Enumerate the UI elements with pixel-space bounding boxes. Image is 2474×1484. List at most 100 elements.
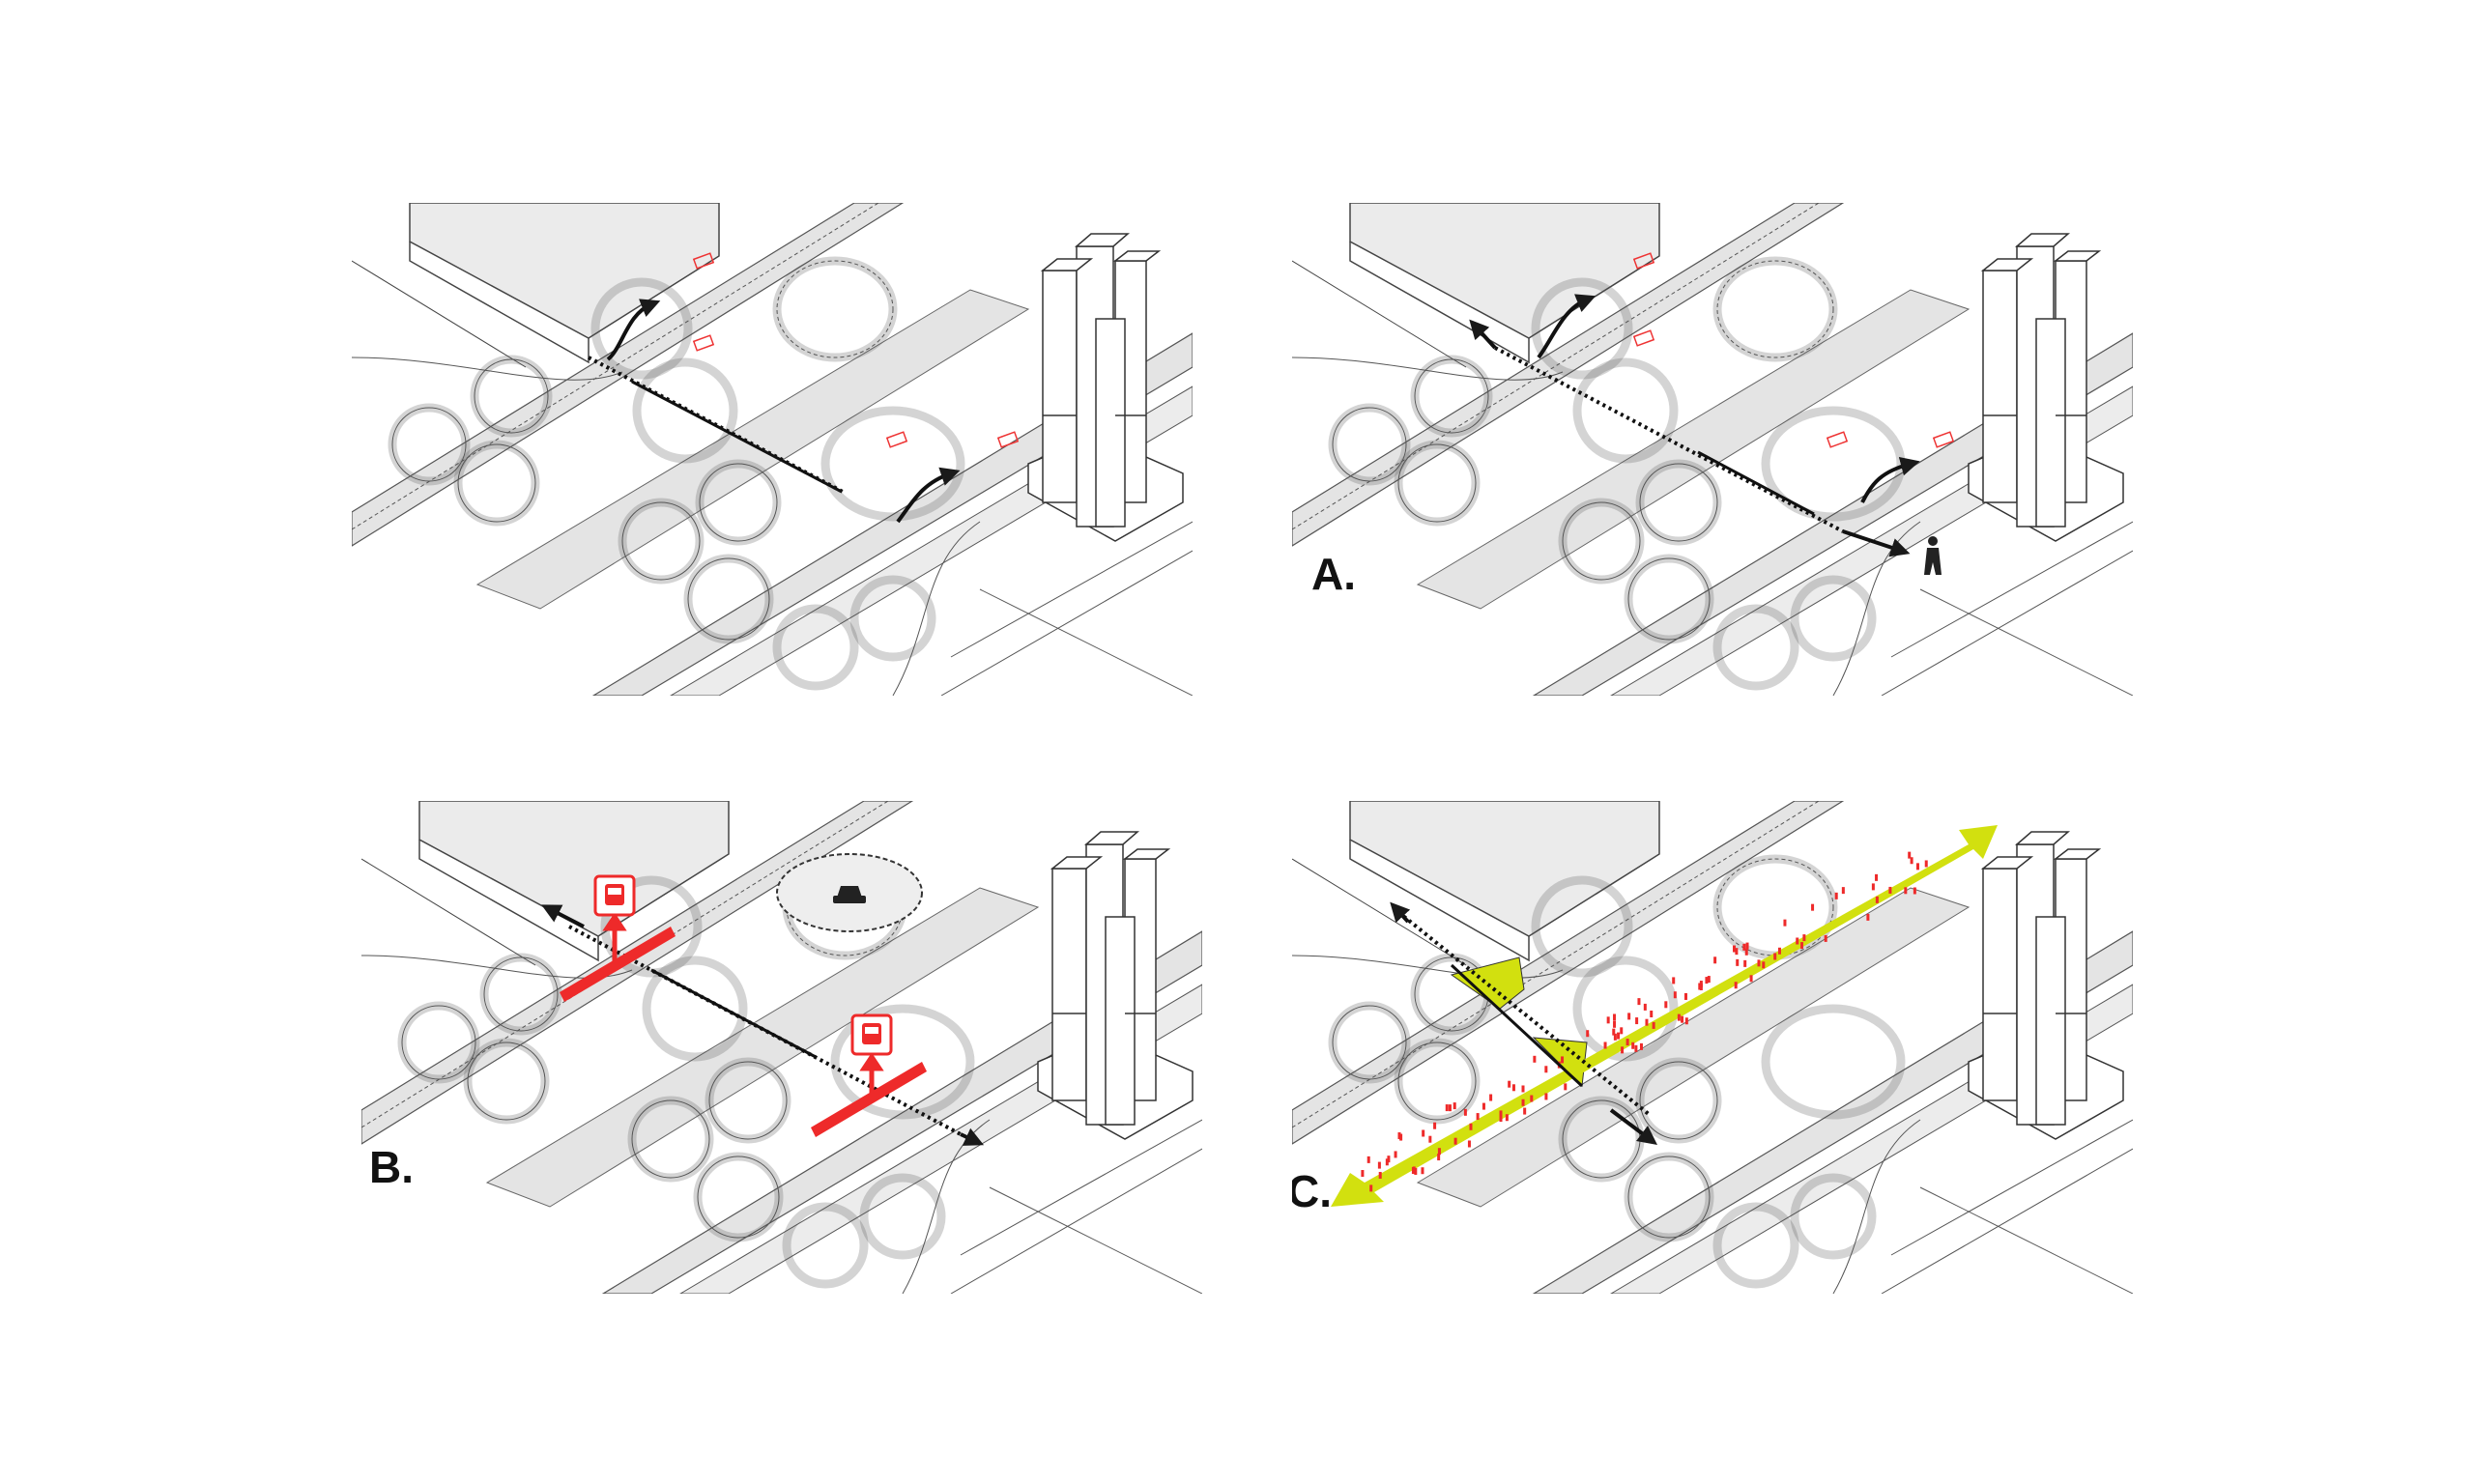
person-marker [1677,1013,1681,1021]
person-marker [1437,1154,1441,1161]
person-marker [1445,1104,1449,1112]
person-marker [1482,1102,1485,1110]
parking-markers [692,252,1020,448]
exit-arrow [960,1127,985,1146]
person-marker [1613,1013,1617,1021]
person-marker [1698,983,1702,990]
person-marker [1742,943,1746,951]
person-marker [1802,934,1806,942]
panel-label-a: A. [1311,549,1356,599]
person-marker [1650,1011,1654,1018]
person-marker [1448,1104,1452,1112]
person-marker [1387,1156,1391,1163]
exit-arrow [541,904,585,928]
person-marker [1617,1032,1621,1040]
exit-arrow [1842,529,1911,557]
bus-stop-icon [593,874,636,917]
person-marker [1904,887,1908,895]
bus-stop-icon [850,1013,893,1056]
person-marker [1453,1137,1457,1145]
person-marker [1866,913,1870,921]
person-marker [1414,1167,1418,1175]
person-marker [1499,1110,1503,1118]
person-marker [1783,919,1787,927]
panel-label-b: B. [369,1142,414,1192]
person-marker [1652,1021,1655,1029]
person-marker [1627,1013,1631,1020]
person-marker [1530,1095,1534,1102]
person-marker [1732,945,1736,953]
site-plan-base [1292,203,2133,696]
exit-arrow [896,467,961,524]
person-marker [1369,1184,1373,1192]
transit-access-arrow [602,912,884,1100]
parking-markers [1632,252,1955,448]
person-marker [1707,976,1711,984]
person-marker [1875,896,1879,903]
person-marker [1800,942,1804,950]
person-marker [1463,1108,1467,1116]
person-marker [1437,1148,1441,1156]
person-marker [1378,1171,1382,1179]
person-marker [1564,1083,1568,1091]
person-marker [1499,1115,1503,1123]
person-marker [1544,1066,1548,1073]
plaza-highlight [1450,956,1525,1010]
bridge-segment [650,968,817,1059]
exit-arrow [606,299,661,361]
person-marker [1511,1084,1515,1092]
person-marker [1631,1042,1635,1049]
person-marker [1875,873,1879,881]
person-marker [1613,1020,1617,1028]
bus-lane-highlight [560,927,927,1137]
site-plan-base [352,203,1193,696]
person-marker [1713,956,1717,964]
green-corridor-arrow [1331,825,1998,1207]
site-plan-base [361,801,1202,1294]
person-marker [1672,977,1676,985]
person-marker [1908,851,1912,859]
person-marker [1469,1123,1473,1130]
person-marker [1476,1113,1480,1121]
exit-arrow [1860,456,1920,503]
person-marker [1603,1042,1607,1049]
diagram-panel-a: A. [1292,203,2133,696]
person-marker [1811,903,1815,911]
person-marker [1606,1016,1610,1024]
person-marker [1411,1167,1415,1175]
person-marker [1377,1161,1381,1169]
person-marker [1734,982,1738,989]
person-marker [1796,937,1799,945]
site-plan-base [1292,801,2133,1294]
car-drop-off-icon [776,853,923,932]
person-marker [1744,948,1748,956]
person-marker [1505,1114,1509,1122]
person-marker [1508,1080,1511,1088]
bridge-segment [1697,450,1815,516]
person-marker [1834,892,1838,899]
person-marker [1523,1107,1527,1115]
person-marker [1521,1085,1525,1093]
person-marker [1635,1017,1639,1025]
person-marker [1643,1003,1647,1011]
person-marker [1762,961,1766,969]
exit-arrow [1537,294,1597,359]
person-marker [1586,1030,1590,1038]
bridge-segment [1450,963,1584,1088]
person-marker [1467,1140,1471,1148]
people-markers [1361,851,1928,1192]
person-marker [1625,1039,1629,1046]
person-marker [1824,934,1827,942]
pedestrian-icon [1924,536,1942,575]
exit-arrow [1390,901,1411,924]
person-marker [1684,1017,1688,1025]
person-marker [1422,1129,1425,1137]
person-marker [1757,959,1761,967]
diagram-panel-b: B. [361,801,1202,1294]
person-marker [1366,1156,1370,1163]
exit-arrow [1609,1108,1657,1145]
person-marker [1699,984,1703,991]
person-marker [1397,1132,1401,1140]
person-marker [1620,1027,1624,1035]
person-marker [1743,959,1747,967]
